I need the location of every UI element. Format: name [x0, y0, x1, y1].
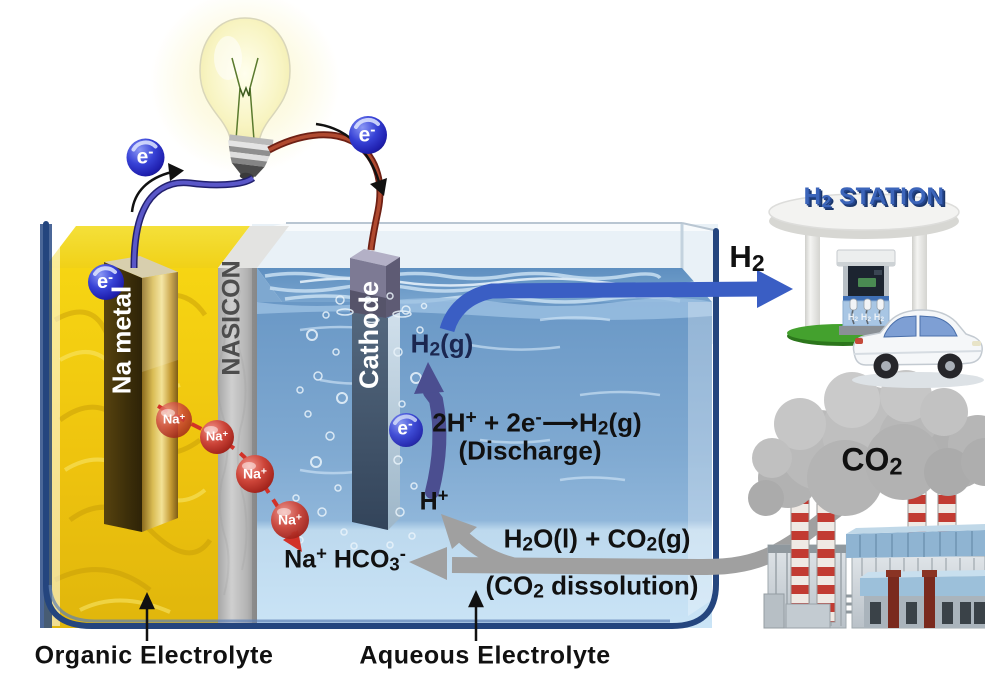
label-arrows: [139, 590, 484, 641]
aqueous-electrolyte-label: Aqueous Electrolyte: [359, 641, 611, 670]
h-plus-label: H+: [419, 484, 449, 516]
car: [852, 309, 984, 388]
dissolution-note: (CO2 dissolution): [485, 570, 699, 604]
fuel-dispenser: [836, 249, 896, 335]
cathode-wire: [268, 133, 382, 251]
bicarbonate-label: Na+ HCO3-: [284, 542, 406, 575]
station-pillar-left: [805, 228, 820, 334]
cathode-electrode: [350, 249, 400, 530]
station-canopy: [768, 193, 960, 239]
gas-bubbles: [292, 292, 428, 550]
factory: [748, 370, 985, 629]
sodium-label-1: Na+: [162, 411, 186, 427]
boiler-front: [763, 593, 872, 629]
h2-station-sign: H2 STATION: [803, 182, 945, 211]
electron-label-4: e-: [397, 415, 413, 440]
tank-border: [43, 221, 719, 629]
sodium-label-4: Na+: [278, 511, 302, 528]
sodium-ions: [156, 402, 309, 539]
discharge-note: (Discharge): [458, 435, 602, 466]
sodium-label-2: Na+: [205, 428, 229, 444]
co2-label: CO2: [841, 441, 903, 481]
cathode-label: Cathode: [354, 281, 385, 389]
electron-label-3: e-: [96, 269, 114, 293]
discharge-equation: 2H+ + 2e-⟶H2(g): [432, 407, 642, 441]
nasicon-label: NASICON: [217, 260, 246, 376]
h2-gas-label: H2(g): [410, 328, 474, 362]
electron-label-2: e-: [358, 121, 376, 147]
h2-arrow-label: H2: [729, 238, 765, 277]
h2-evolution-arrow: [414, 362, 447, 499]
bulb-filament: [231, 57, 259, 141]
station-pillar-right: [912, 228, 927, 330]
electron-label-1: e-: [136, 143, 154, 169]
organic-electrolyte-label: Organic Electrolyte: [34, 641, 274, 670]
anode-wire: [132, 176, 255, 269]
sodium-label-3: Na+: [243, 465, 267, 482]
dissolution-equation: H2O(l) + CO2(g): [503, 523, 691, 557]
pump-label-1: H2: [847, 312, 859, 324]
pump-label-3: H2: [873, 312, 885, 324]
organic-electrolyte-top: [44, 226, 250, 268]
pump-label-2: H2: [860, 312, 872, 324]
light-bulb: [150, 0, 340, 180]
maroon-chimneys: [886, 570, 937, 628]
h2-output-arrow: [439, 270, 793, 333]
electrons: [88, 116, 423, 447]
bulb-base: [228, 134, 274, 180]
nasicon-separator: [216, 226, 289, 628]
h2-station: [768, 193, 984, 388]
factory-hall: [846, 524, 985, 629]
na-metal-electrode: [104, 256, 178, 532]
na-metal-label: Na metal: [106, 285, 137, 395]
